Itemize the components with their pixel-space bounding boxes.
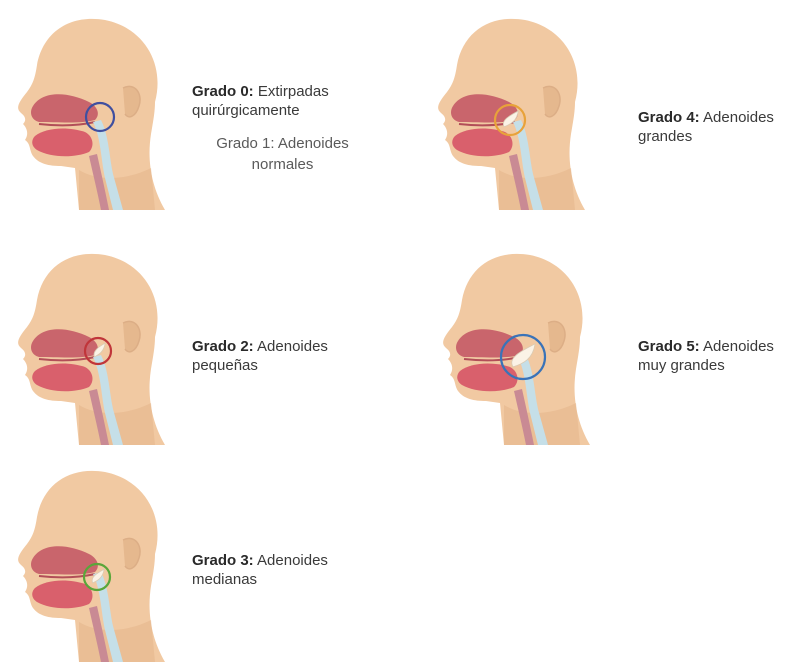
caption-grade-3: Grado 3: Adenoides medianas xyxy=(192,551,328,589)
head-illustration xyxy=(430,245,600,455)
head-diagram-grade-3 xyxy=(5,462,175,672)
caption-grade-5: Grado 5: Adenoides muy grandes xyxy=(638,337,774,375)
grade-label: Grado 3: xyxy=(192,552,254,569)
head-diagram-grade-2 xyxy=(5,245,175,455)
caption-grade-2: Grado 2: Adenoides pequeñas xyxy=(192,337,328,375)
grade-1-note: Grado 1: Adenoides normales xyxy=(190,133,375,175)
head-illustration xyxy=(5,10,175,220)
head-diagram-grade-5 xyxy=(430,245,600,455)
grade-label: Grado 2: xyxy=(192,338,254,355)
grade-label: Grado 4: xyxy=(638,109,700,126)
head-illustration xyxy=(425,10,595,220)
head-diagram-grade-4 xyxy=(425,10,595,220)
caption-grade-0: Grado 0: Extirpadas quirúrgicamente xyxy=(192,82,329,120)
grade-1-text: Grado 1: Adenoides normales xyxy=(216,135,349,173)
head-illustration xyxy=(5,245,175,455)
grade-label: Grado 0: xyxy=(192,83,254,100)
head-diagram-grade-0 xyxy=(5,10,175,220)
head-illustration xyxy=(5,462,175,672)
caption-grade-4: Grado 4: Adenoides grandes xyxy=(638,108,774,146)
grade-label: Grado 5: xyxy=(638,338,700,355)
